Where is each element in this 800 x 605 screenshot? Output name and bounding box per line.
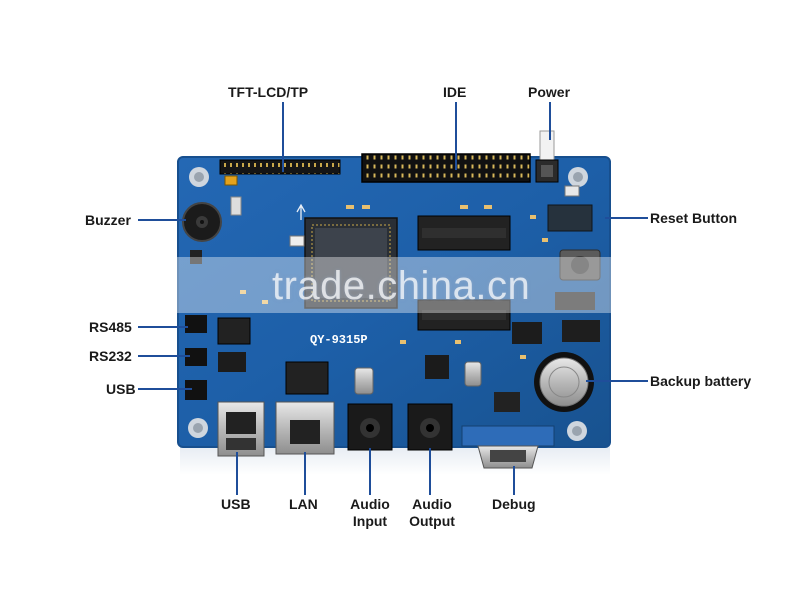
label-audio-input-line2: Input [352,513,388,529]
label-power: Power [528,84,571,100]
smd-components [240,205,548,359]
leader-lines [138,102,648,495]
label-usb-side: USB [106,381,136,397]
label-audio-output: Audio Output [406,496,458,530]
backup-battery [534,352,594,412]
label-rs232: RS232 [89,348,132,364]
board-model-label: QY-9315P [310,333,368,347]
tft-lcd-connector [219,159,341,175]
cpu-chip [304,217,398,309]
ide-connector [361,153,531,183]
label-audio-output-line1: Audio [412,496,452,512]
label-audio-output-line2: Output [409,513,455,529]
label-buzzer: Buzzer [85,212,131,228]
watermark: trade.china.cn [272,264,531,308]
label-debug: Debug [492,496,536,512]
label-audio-input: Audio Input [348,496,392,530]
debug-serial-port [461,425,555,469]
power-switch [535,130,559,183]
watermark-band [10,257,790,313]
label-tft-lcd: TFT-LCD/TP [228,84,309,100]
label-ide: IDE [443,84,467,100]
label-rs485: RS485 [89,319,132,335]
label-backup-battery: Backup battery [650,373,752,389]
buzzer [182,202,222,242]
label-reset-button: Reset Button [650,210,738,226]
memory-chips [417,215,511,331]
label-audio-input-line1: Audio [350,496,390,512]
usb-port [217,401,265,457]
mounting-holes [188,167,588,441]
audio-output-jack [407,403,453,451]
audio-input-jack [347,403,393,451]
left-headers [185,315,207,400]
label-usb-bottom: USB [221,496,251,512]
lan-port [275,401,335,455]
label-lan: LAN [289,496,318,512]
